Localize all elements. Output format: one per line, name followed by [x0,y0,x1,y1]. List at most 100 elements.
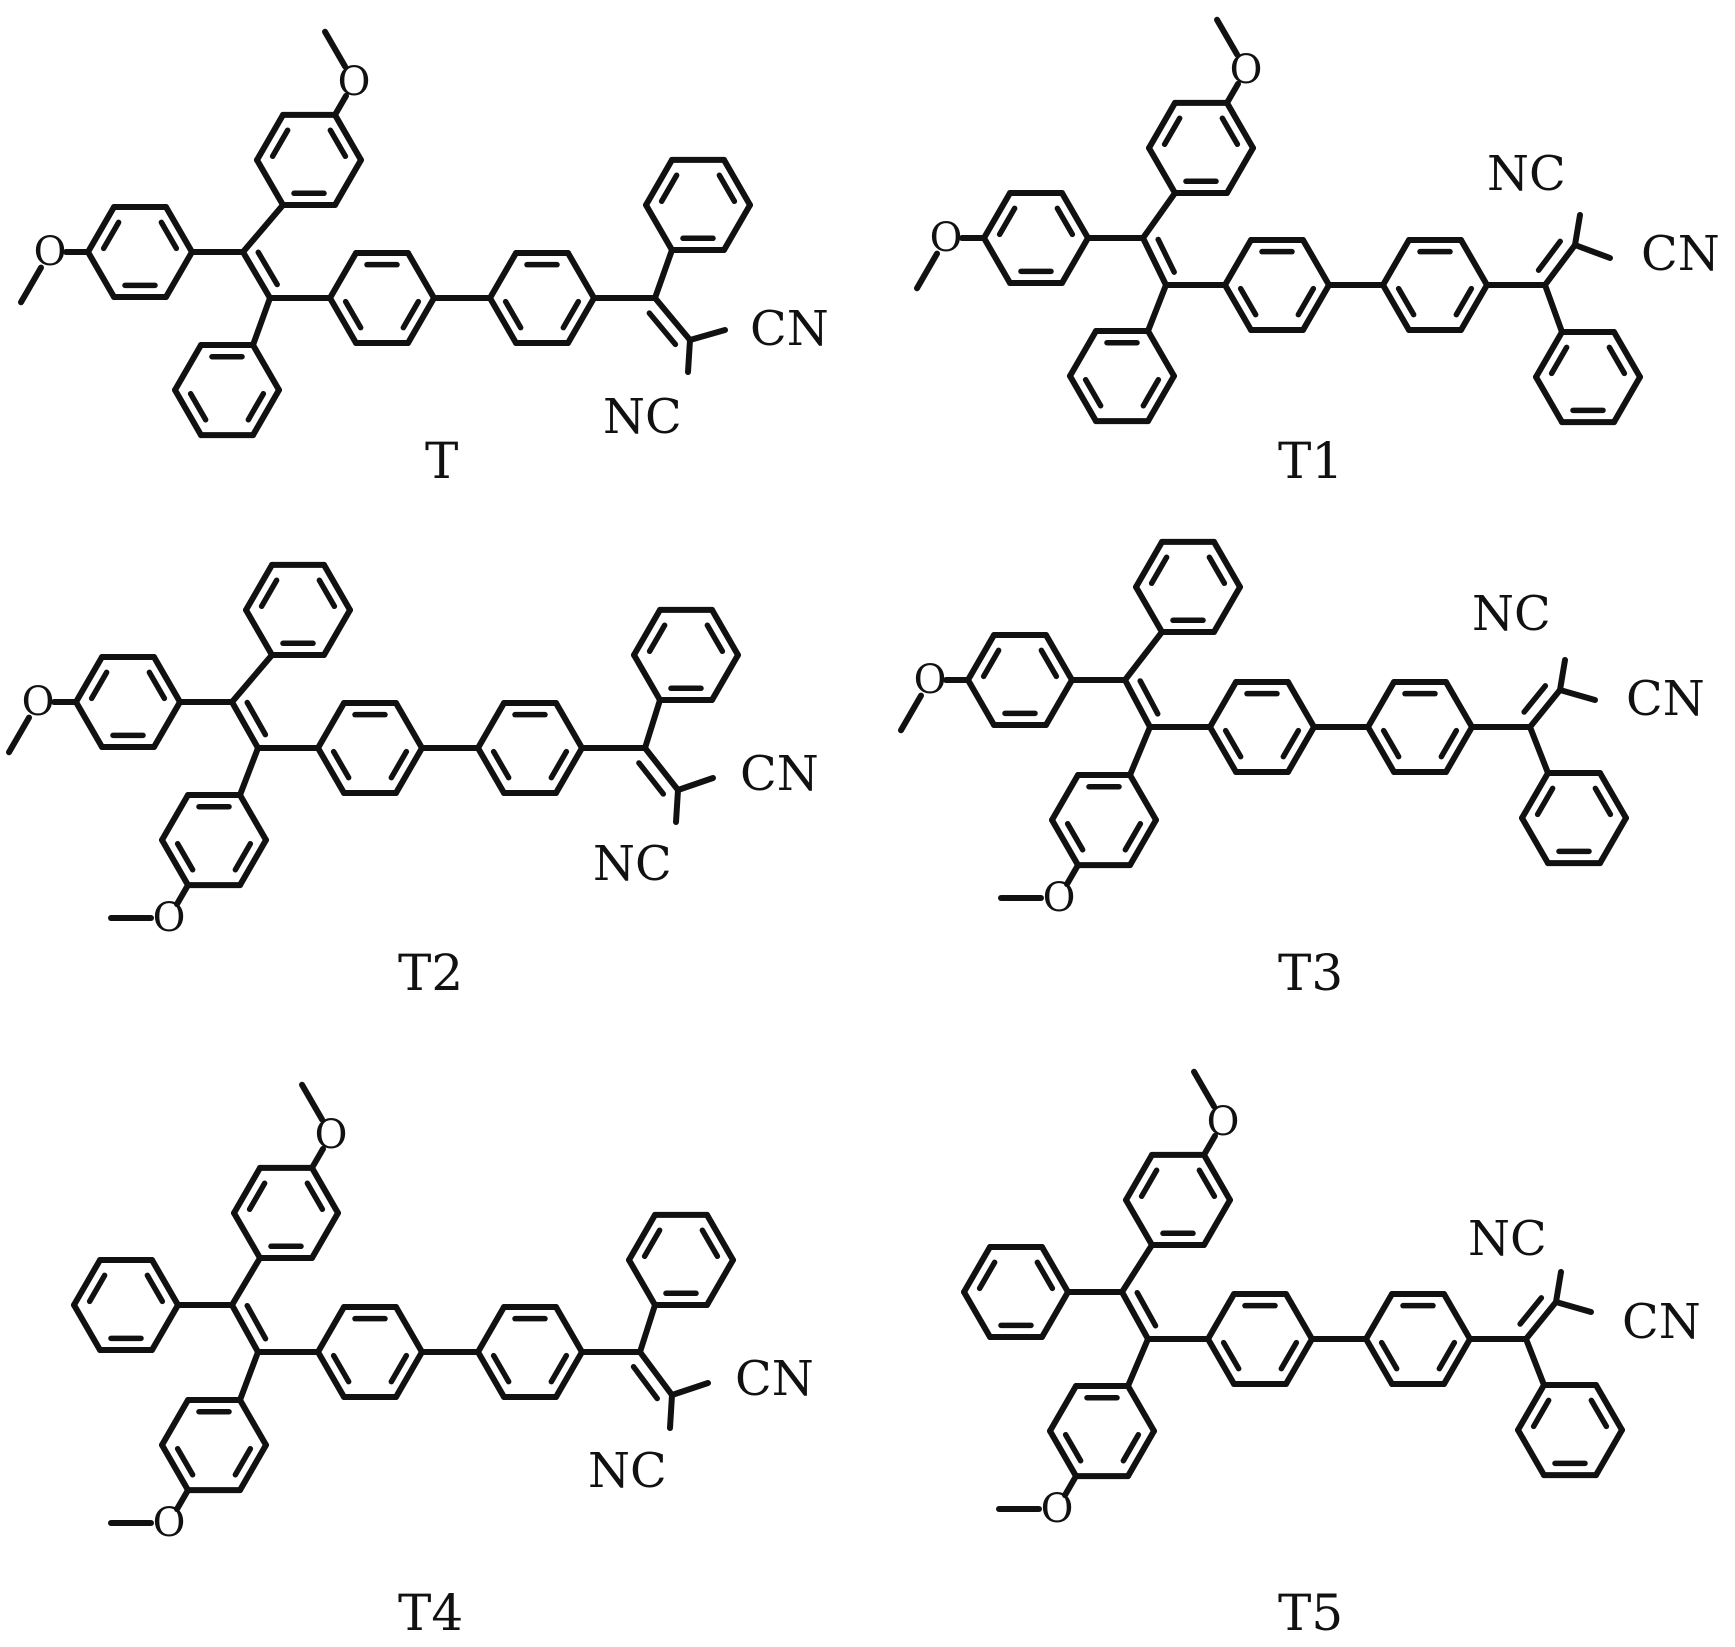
ring-bond [1067,328,1099,380]
bond-lines: OO [18,28,753,439]
nitrile-stub [1553,1269,1564,1305]
ring-bond [965,631,997,683]
ring-double-bond [1161,115,1183,148]
ring-bond [1224,99,1256,151]
ring-bond [1133,538,1165,590]
ring-bond [631,651,663,703]
ring-double-bond [548,1352,570,1385]
ring-bond [1043,677,1075,729]
aryl-bond [1127,724,1153,778]
ring-double-bond [1196,1167,1218,1200]
aryl-bond [237,745,261,798]
aryl-bond [1125,1336,1151,1389]
ring-bond [254,156,286,208]
ring-bond [487,249,519,301]
ring-bond [981,189,1013,241]
ring-double-bond [232,840,254,873]
ring-bond [151,653,183,705]
nc-label: NC [1468,1211,1547,1267]
ring-bond [553,1303,585,1355]
ring-bond [1363,1290,1395,1342]
ring-bond [1123,1151,1155,1203]
ring-bond [73,653,105,705]
ring-double-bond [232,1445,254,1478]
ring-bond [243,561,275,613]
ring-double-bond [1548,344,1570,377]
ring-double-bond [1592,785,1614,818]
ring-bond [626,1256,658,1308]
ring-bond [237,837,269,889]
c-o-bond [1062,1473,1079,1499]
ring-bond [163,249,195,301]
ring-bond [73,699,105,751]
vinyl-double-bond [1521,683,1549,715]
ring-bond [475,699,507,751]
aryl-bond [1527,724,1551,776]
ring-bond [721,201,753,253]
ring-double-bond [1237,285,1259,318]
cn-label: CN [750,301,829,357]
ring-double-bond [1122,820,1144,853]
ring-bond [1283,1290,1315,1342]
ring-double-bond [699,1227,721,1260]
ring-double-bond [1222,727,1244,760]
ring-double-bond [1140,376,1162,409]
ring-double-bond [1062,1431,1084,1464]
vinyl-bond [1523,1299,1559,1342]
ethylene-bond [229,699,261,751]
ring-double-bond [100,219,122,252]
bond-lines: OO [898,538,1629,921]
ring-double-bond [1530,1397,1552,1430]
nc-label: NC [588,1443,667,1499]
ring-double-bond [560,298,582,331]
oxygen-atom-label: O [153,895,186,941]
ring-bond [332,111,364,163]
nitrile-stub [675,775,716,793]
ring-bond [250,342,282,394]
cn-label: CN [740,746,819,802]
ethylene-double-bond [255,249,280,288]
ring-bond [159,837,191,889]
ring-double-bond [245,390,267,423]
o-methyl-bond [1214,16,1240,58]
o-methyl-bond [322,28,348,70]
ring-bond [309,1209,341,1261]
molecule-T2: OO CN NC T2 [6,561,819,1002]
ring-double-bond [980,647,1002,680]
aryl-bond [1145,282,1169,334]
ring-bond [1047,1428,1079,1480]
ring-bond [475,1303,507,1355]
ring-bond [71,1302,103,1354]
o-methyl-bond [299,1081,325,1123]
ring-bond [1519,770,1551,822]
ring-double-bond [174,840,196,873]
cn-label: CN [1626,671,1705,727]
vinyl-double-bond [646,310,679,348]
c-o-bond [1201,1132,1218,1158]
nc-label: NC [1487,146,1566,202]
cn-label: CN [1622,1294,1701,1350]
ethylene-double-bond [1155,236,1177,275]
nitrile-stub [1557,657,1568,693]
ring-bond [1380,282,1412,334]
ring-bond [237,792,269,844]
ring-double-bond [1534,785,1556,818]
bond-lines: OO [71,1081,736,1546]
o-methyl-bond [6,714,32,756]
bond-lines: OO [914,16,1643,426]
ring-bond [1519,815,1551,867]
ring-double-bond [1054,205,1076,238]
vinyl-double-bond [636,760,667,797]
ring-bond [1146,144,1178,196]
ring-bond [1300,236,1332,288]
ring-double-bond [1453,285,1475,318]
ring-double-bond [1220,1339,1242,1372]
ring-bond [1283,1336,1315,1388]
nitrile-stub [685,337,693,375]
aryl-bond [1140,190,1178,241]
ring-bond [1365,678,1397,730]
molecule-name: T4 [398,1584,463,1642]
ring-bond [643,156,675,208]
ring-double-bond [1280,727,1302,760]
ring-bond [1059,235,1091,287]
